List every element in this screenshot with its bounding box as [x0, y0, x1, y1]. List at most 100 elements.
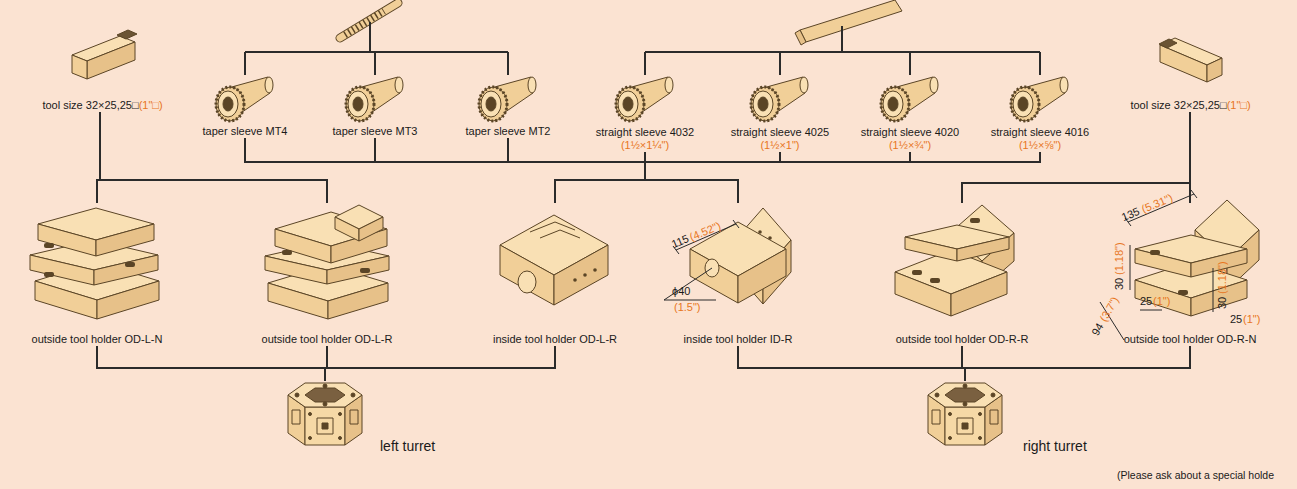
feed-line — [245, 22, 1040, 75]
dimension-label: 115 — [670, 233, 690, 250]
node-label: outside tool holder OD-L-R — [237, 333, 417, 346]
node-label: outside tool holder OD-R-R — [872, 333, 1052, 346]
connector-line — [555, 152, 1040, 203]
dimension-line — [664, 220, 739, 300]
node-label: inside tool holder ID-R — [648, 333, 828, 346]
node-label: inside tool holder OD-L-R — [465, 333, 645, 346]
component-node: right turret — [915, 381, 1115, 461]
connector-line — [1189, 112, 1191, 203]
tool-bar — [72, 30, 137, 79]
dimension-label: 135 — [1120, 206, 1141, 223]
node-caption: taper sleeve MT3 — [315, 125, 435, 138]
sleeve-icon — [479, 77, 536, 121]
node-label: straight sleeve 4025 — [720, 126, 840, 139]
node-caption: straight sleeve 4025(1½×1") — [720, 126, 840, 152]
tool-end — [72, 55, 87, 79]
connector-line — [738, 346, 965, 381]
component-node: tool size 32×25,25□(1"□) — [15, 30, 190, 112]
connector-line — [555, 152, 910, 203]
dimension-label: (1") — [1243, 314, 1260, 325]
sleeve-icon — [216, 77, 273, 121]
connector-line — [645, 152, 780, 203]
component-node: inside tool holder ID-R — [648, 203, 828, 346]
component-node: tool size 32×25,25□(1"□) — [1103, 30, 1278, 112]
drill-flute — [345, 11, 384, 35]
node-caption: tool size 32×25,25□(1"□) — [15, 99, 190, 112]
size-note: (1½×1") — [720, 139, 840, 152]
turret-icon — [288, 383, 362, 445]
node-caption: taper sleeve MT4 — [185, 125, 305, 138]
boring-bar-end — [795, 30, 806, 45]
connector-line — [555, 152, 645, 203]
connector-line — [645, 152, 738, 203]
component-node: outside tool holder OD-R-R — [872, 203, 1052, 346]
component-node: taper sleeve MT3 — [315, 70, 435, 138]
node-label: straight sleeve 4016 — [980, 126, 1100, 139]
connector-line — [97, 346, 325, 381]
size-note: (1"□) — [139, 99, 163, 111]
tool-insert — [117, 30, 137, 39]
node-caption: outside tool holder OD-R-N — [1100, 333, 1280, 346]
component-node: straight sleeve 4025(1½×1") — [720, 70, 840, 152]
holder-hole — [758, 230, 762, 234]
connector-line — [245, 138, 738, 203]
component-node: straight sleeve 4020(1½×¾") — [850, 70, 970, 152]
sleeve-icon — [1011, 77, 1068, 121]
connector-line — [555, 152, 780, 203]
node-caption: straight sleeve 4016(1½×⅝") — [980, 126, 1100, 152]
size-note: (1½×¾") — [850, 139, 970, 152]
node-caption: outside tool holder OD-R-R — [872, 333, 1052, 346]
node-caption: outside tool holder OD-L-N — [7, 333, 187, 346]
holder-slot — [44, 272, 54, 277]
holder-block — [500, 215, 608, 305]
dimension-label: ϕ40 — [672, 286, 690, 297]
component-node: straight sleeve 4032(1½×1¼") — [585, 70, 705, 152]
node-label: taper sleeve MT2 — [448, 125, 568, 138]
node-label: taper sleeve MT4 — [185, 125, 305, 138]
size-note: (1½×1¼") — [585, 139, 705, 152]
dimension-label: 94 — [1090, 321, 1106, 337]
component-node: outside tool holder OD-L-N — [7, 203, 187, 346]
holder-slot — [1178, 290, 1188, 295]
dimension-label: 30 — [1217, 297, 1228, 309]
tool-insert — [1159, 39, 1177, 48]
sleeve-icon — [751, 77, 808, 121]
tool-side — [87, 42, 135, 79]
node-label: outside tool holder OD-R-N — [1100, 333, 1280, 346]
dimension-label: 30 — [1114, 278, 1125, 290]
holder-bore — [518, 271, 536, 293]
node-caption: tool size 32×25,25□(1"□) — [1103, 99, 1278, 112]
dimension-label: (3.7") — [1098, 295, 1121, 323]
connector-line — [375, 138, 645, 203]
sleeve-icon — [616, 77, 673, 121]
connector-line — [325, 346, 555, 381]
holder-hole — [768, 236, 772, 240]
node-label: outside tool holder OD-L-N — [7, 333, 187, 346]
node-caption: taper sleeve MT2 — [448, 125, 568, 138]
holder-slot — [912, 270, 922, 275]
holder-slot — [930, 278, 940, 283]
component-node: inside tool holder OD-L-R — [465, 203, 645, 346]
component-node: taper sleeve MT2 — [448, 70, 568, 138]
footnote: (Please ask about a special holde — [1117, 470, 1274, 481]
holder-slot — [360, 268, 370, 273]
holder-slot — [44, 243, 54, 248]
node-label: left turret — [380, 438, 435, 455]
holder-slot — [125, 262, 135, 267]
holder-hole — [593, 268, 597, 272]
node-label: tool size 32×25,25□ — [1130, 99, 1226, 111]
holder-slot — [970, 218, 980, 223]
node-caption: outside tool holder OD-L-R — [237, 333, 417, 346]
tool-end — [1207, 58, 1222, 82]
node-caption: left turret — [380, 438, 435, 455]
node-label: straight sleeve 4020 — [850, 126, 970, 139]
node-caption: inside tool holder ID-R — [648, 333, 828, 346]
dimension-label: 25 — [1140, 296, 1152, 307]
holder-groove — [530, 222, 580, 238]
holder-block — [905, 225, 1009, 261]
node-caption: inside tool holder OD-L-R — [465, 333, 645, 346]
component-node: taper sleeve MT4 — [185, 70, 305, 138]
